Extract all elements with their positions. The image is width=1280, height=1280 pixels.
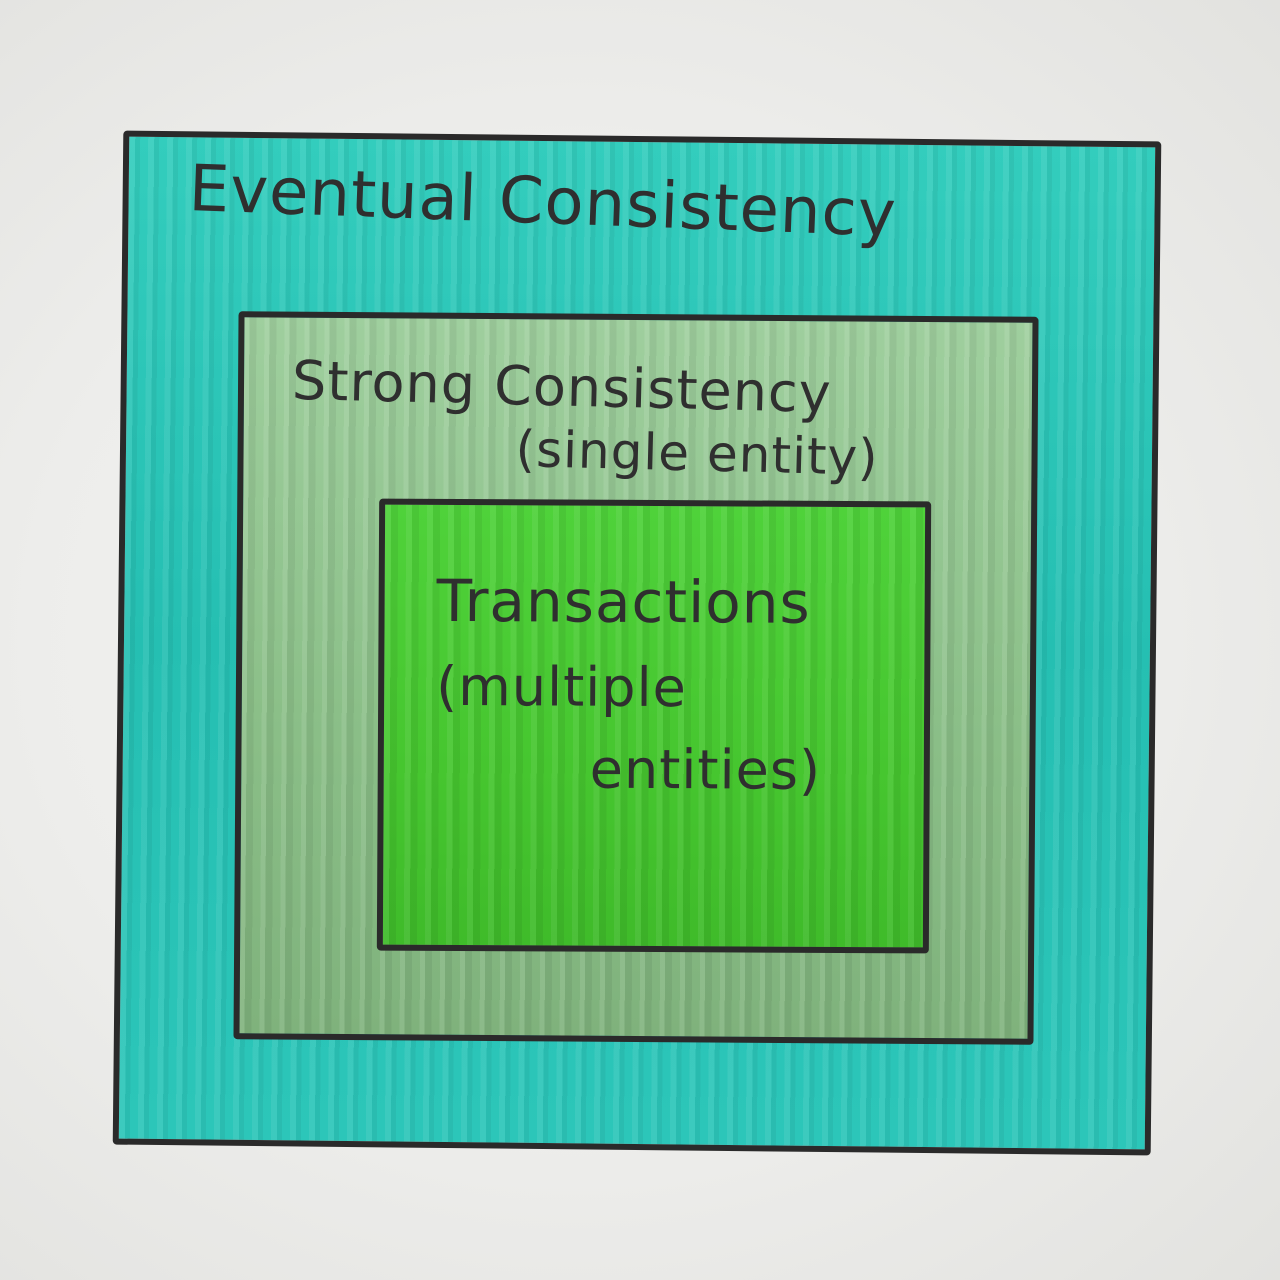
transactions-label: Transactions — [436, 566, 811, 637]
multiple-label: (multiple — [436, 654, 687, 720]
eventual-consistency-label: Eventual Consistency — [187, 152, 898, 252]
transactions-box: Transactions (multiple entities) — [376, 498, 932, 954]
entities-label: entities) — [589, 737, 822, 802]
strong-consistency-label: Strong Consistency — [291, 348, 833, 426]
single-entity-label: (single entity) — [514, 419, 880, 487]
